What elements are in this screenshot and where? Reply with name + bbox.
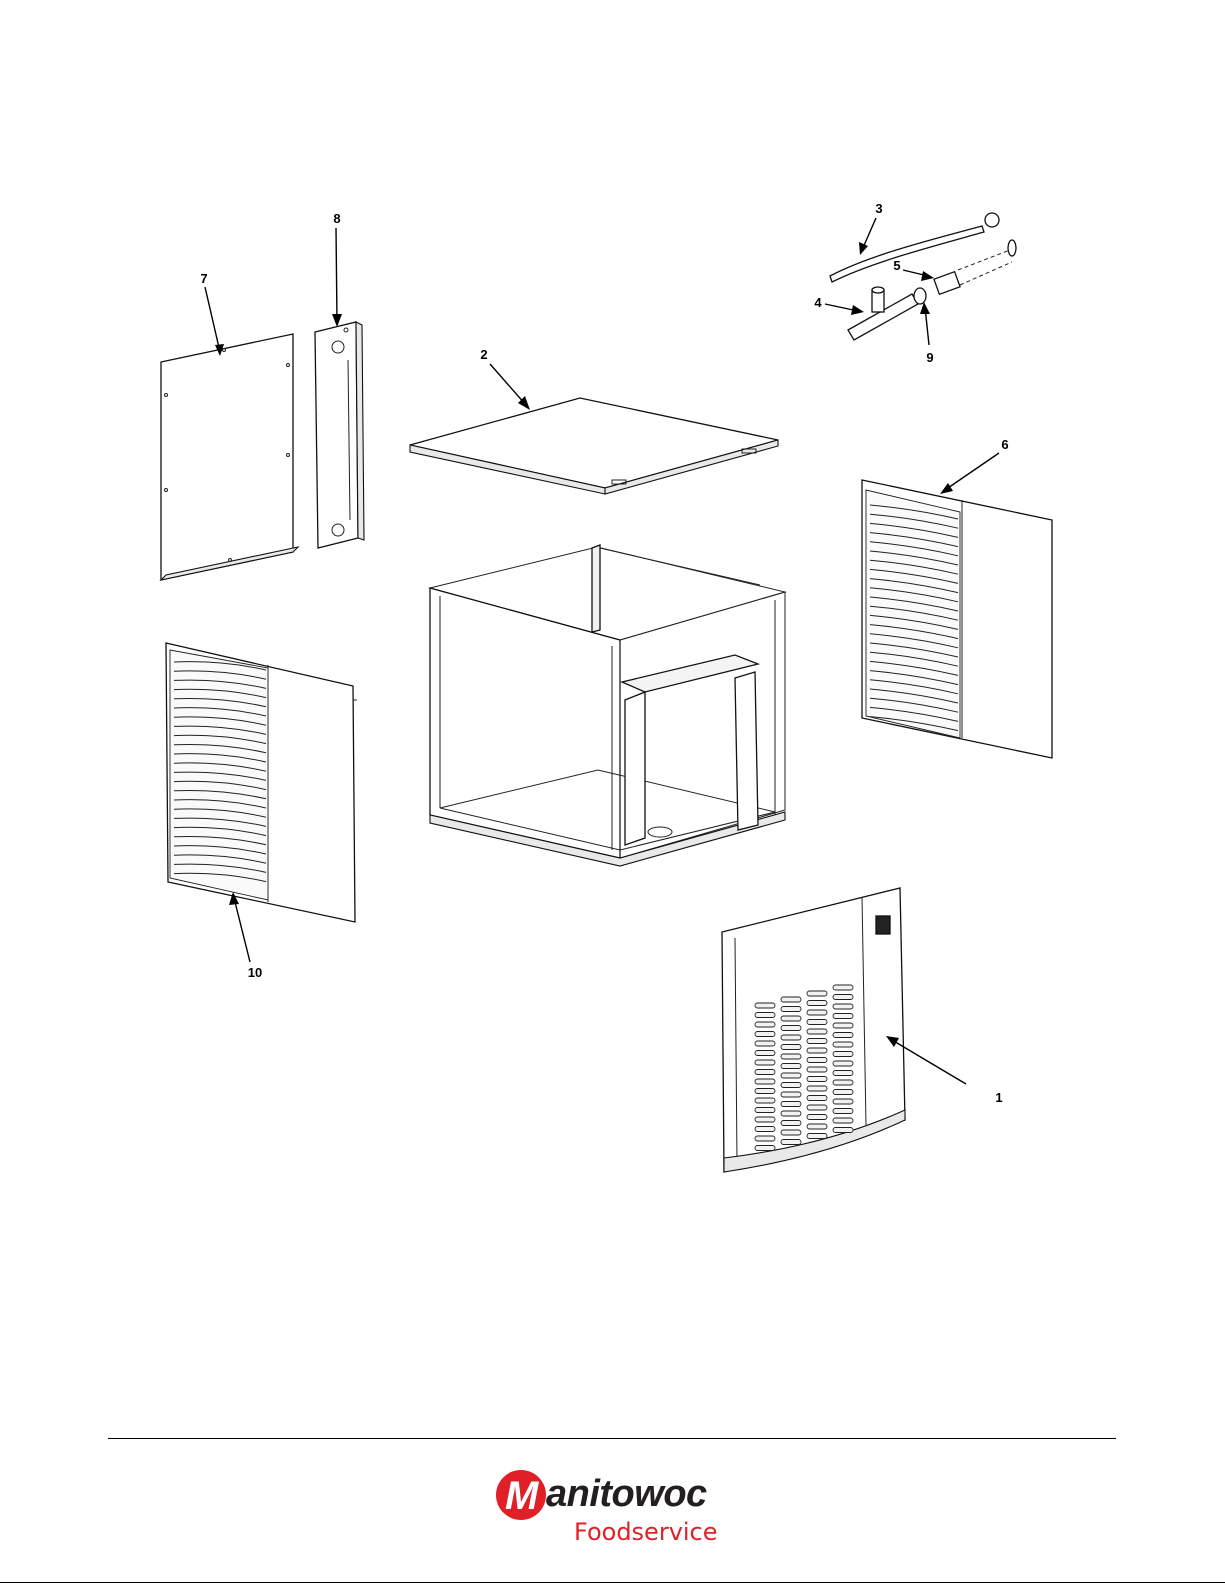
grille-slot <box>781 1111 801 1116</box>
callout-10: 10 <box>248 965 262 980</box>
grille-slot <box>833 1014 853 1019</box>
grille-slot <box>755 1117 775 1122</box>
grille-slot <box>833 1004 853 1009</box>
grille-slot <box>833 1109 853 1114</box>
grille-slot <box>781 1054 801 1059</box>
bottom-rule <box>0 1582 1225 1583</box>
grille-slot <box>833 1099 853 1104</box>
callout-1: 1 <box>995 1090 1002 1105</box>
grille-slot <box>781 1016 801 1021</box>
exploded-parts-diagram: 1 2 3 4 5 6 7 8 9 10 <box>0 0 1225 1400</box>
grille-slot <box>755 1098 775 1103</box>
grille-slot <box>807 1039 827 1044</box>
grille-slot <box>807 1124 827 1129</box>
grille-slot <box>833 1052 853 1057</box>
grille-slot <box>755 1089 775 1094</box>
grille-slot <box>781 1026 801 1031</box>
footer-rule <box>108 1438 1116 1439</box>
grille-slot <box>781 1102 801 1107</box>
callout-4: 4 <box>814 295 822 310</box>
part-8-bracket <box>315 322 364 548</box>
grille-slot <box>833 1023 853 1028</box>
grille-slot <box>755 1051 775 1056</box>
logo-initial: M <box>505 1474 538 1518</box>
grille-slot <box>833 1080 853 1085</box>
grille-slot <box>807 1086 827 1091</box>
grille-slot <box>807 1105 827 1110</box>
grille-slot <box>755 1032 775 1037</box>
grille-slot <box>755 1136 775 1141</box>
grille-slot <box>833 1118 853 1123</box>
grille-slot <box>781 1035 801 1040</box>
part-6-louvered-side-panel <box>862 480 1052 758</box>
logo-subtitle: Foodservice <box>574 1518 718 1546</box>
grille-slot <box>781 1073 801 1078</box>
grille-slot <box>833 985 853 990</box>
grille-slot <box>807 1067 827 1072</box>
grille-slot <box>781 1121 801 1126</box>
grille-slot <box>833 1128 853 1133</box>
grille-slot <box>781 1140 801 1145</box>
cabinet-frame <box>430 545 785 866</box>
grille-slot <box>833 995 853 1000</box>
grille-slot <box>807 1077 827 1082</box>
grille-slot <box>833 1033 853 1038</box>
callout-3: 3 <box>875 201 882 216</box>
grille-slot <box>807 1048 827 1053</box>
grille-slot <box>755 1146 775 1151</box>
grille-slot <box>781 1092 801 1097</box>
grille-slot <box>755 1041 775 1046</box>
grille-slot <box>755 1108 775 1113</box>
grille-slot <box>807 1010 827 1015</box>
part-1-front-panel <box>722 888 905 1172</box>
grille-slot <box>807 1020 827 1025</box>
grille-slot <box>755 1079 775 1084</box>
part-5-fitting <box>934 240 1016 294</box>
part-9-washer <box>914 288 926 304</box>
grille-slot <box>781 1130 801 1135</box>
callout-5: 5 <box>893 258 900 273</box>
grille-slot <box>833 1061 853 1066</box>
manitowoc-foodservice-logo: M anitowoc Foodservice <box>496 1468 726 1552</box>
grille-slot <box>833 1042 853 1047</box>
part-10-louvered-front-panel <box>166 643 357 922</box>
callout-7: 7 <box>200 271 207 286</box>
logo-mark-icon: M <box>496 1470 546 1520</box>
logo-wordmark: anitowoc <box>546 1472 707 1516</box>
grille-slot <box>781 1007 801 1012</box>
part-7-side-panel <box>161 334 298 580</box>
grille-slot <box>755 1127 775 1132</box>
grille-slot <box>781 1064 801 1069</box>
callout-9: 9 <box>926 350 933 365</box>
part-2-top-cover <box>410 398 778 494</box>
grille-slot <box>807 1029 827 1034</box>
grille-slot <box>807 1058 827 1063</box>
grille-slot <box>781 1083 801 1088</box>
grille-slot <box>807 1134 827 1139</box>
grille-slot <box>755 1060 775 1065</box>
grille-slot <box>755 1022 775 1027</box>
part-3-tube <box>830 213 999 282</box>
grille-slot <box>807 1115 827 1120</box>
grille-slot <box>807 991 827 996</box>
grille-slot <box>781 997 801 1002</box>
callout-2: 2 <box>480 347 487 362</box>
grille-slot <box>833 1071 853 1076</box>
callout-8: 8 <box>333 211 340 226</box>
grille-slot <box>755 1003 775 1008</box>
grille-slot <box>755 1070 775 1075</box>
callout-6: 6 <box>1001 437 1008 452</box>
grille-slot <box>781 1045 801 1050</box>
grille-slot <box>755 1013 775 1018</box>
grille-slot <box>833 1090 853 1095</box>
grille-slot <box>807 1096 827 1101</box>
part-4-tee-fitting <box>848 287 918 340</box>
grille-slot <box>807 1001 827 1006</box>
